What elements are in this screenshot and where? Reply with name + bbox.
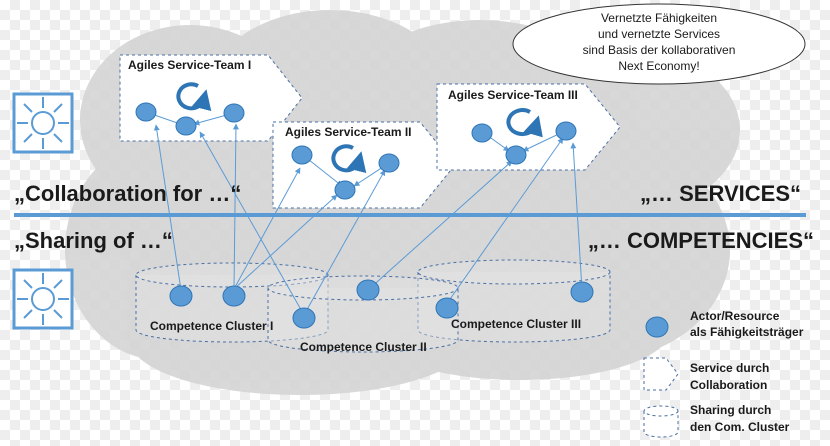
cycle-icon	[506, 108, 543, 138]
cycle-icon	[331, 144, 367, 174]
actor-node	[378, 153, 400, 173]
actor-node	[505, 145, 527, 165]
cluster-label: Competence Cluster II	[300, 340, 427, 354]
actor-node	[570, 281, 594, 303]
sun-icon	[12, 92, 74, 154]
actor-node	[223, 103, 245, 123]
heading-collaboration: „Collaboration for …“	[14, 181, 241, 206]
heading-services: „… SERVICES“	[640, 181, 801, 206]
actor-node	[291, 145, 313, 165]
actor-node	[222, 285, 246, 307]
callout-line: sind Basis der kollaborativen	[583, 43, 736, 57]
actor-node	[334, 180, 356, 200]
actor-node	[135, 102, 157, 122]
legend-sharing-text: Sharing durch	[690, 403, 771, 417]
legend-actor-text: Actor/Resource	[690, 309, 780, 323]
actor-node	[356, 279, 380, 301]
team-label: Agiles Service-Team I	[128, 58, 251, 72]
actor-node	[555, 121, 577, 141]
actor-nodes	[135, 102, 594, 329]
callout-bubble: Vernetzte Fähigkeiten und vernetzte Serv…	[512, 3, 806, 85]
legend-actor-text: als Fähigkeitsträger	[690, 325, 804, 339]
callout-line: Next Economy!	[618, 59, 699, 73]
cluster-label: Competence Cluster I	[150, 319, 273, 333]
cluster-label: Competence Cluster III	[451, 317, 581, 331]
service-team-2: Agiles Service-Team II	[272, 121, 456, 209]
heading-sharing: „Sharing of …“	[14, 228, 173, 253]
legend: Actor/Resource als Fähigkeitsträger Serv…	[643, 309, 804, 438]
callout-line: und vernetzte Services	[598, 27, 720, 41]
legend-service-text: Collaboration	[690, 378, 767, 392]
actor-node	[175, 116, 197, 136]
connectors	[145, 111, 583, 316]
legend-sharing-icon	[643, 405, 679, 438]
heading-competencies: „… COMPETENCIES“	[588, 228, 814, 253]
callout-line: Vernetzte Fähigkeiten	[601, 11, 717, 25]
team-label: Agiles Service-Team II	[285, 125, 412, 139]
actor-node	[169, 285, 193, 307]
cluster-cylinder-3	[417, 259, 611, 343]
legend-service-icon	[643, 357, 679, 391]
actor-node	[435, 297, 459, 319]
service-team-3: Agiles Service-Team III	[436, 83, 621, 171]
legend-actor-icon	[645, 316, 669, 338]
sun-icon	[12, 268, 74, 330]
legend-service-text: Service durch	[690, 361, 769, 375]
actor-node	[471, 123, 493, 143]
team-label: Agiles Service-Team III	[448, 88, 578, 102]
cycle-icon	[176, 82, 212, 112]
actor-node	[292, 307, 316, 329]
legend-sharing-text: den Com. Cluster	[690, 420, 790, 434]
